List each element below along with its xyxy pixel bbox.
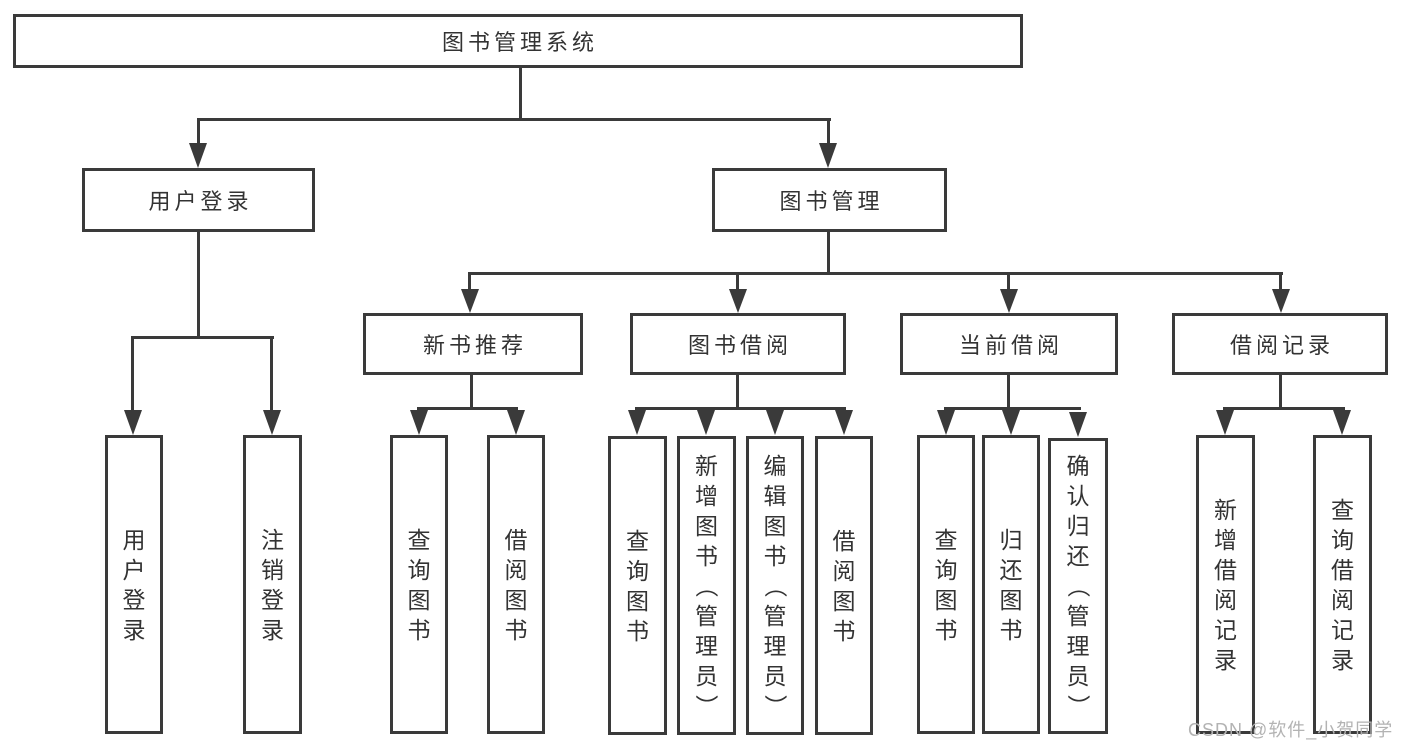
arrow-down-icon bbox=[1069, 412, 1087, 437]
connector-line bbox=[197, 118, 831, 121]
connector-line bbox=[468, 272, 471, 292]
arrow-down-icon bbox=[461, 289, 479, 313]
connector-line bbox=[1279, 375, 1282, 410]
connector-line bbox=[1279, 272, 1282, 292]
arrow-down-icon bbox=[1002, 410, 1020, 435]
leaf-user-login: 用户登录 bbox=[105, 435, 163, 734]
leaf-label: 归还图书 bbox=[999, 526, 1023, 643]
node-label: 当前借阅 bbox=[958, 333, 1063, 358]
connector-line bbox=[736, 272, 739, 292]
connector-line bbox=[470, 375, 473, 410]
node-user-login: 用户登录 bbox=[82, 168, 315, 232]
arrow-down-icon bbox=[1272, 289, 1290, 313]
arrow-down-icon bbox=[835, 410, 853, 435]
arrow-down-icon bbox=[1216, 410, 1234, 435]
leaf-label: 注销登录 bbox=[261, 526, 284, 643]
node-label: 用户登录 bbox=[148, 189, 253, 214]
leaf-label: 新增借阅记录 bbox=[1214, 496, 1237, 673]
leaf-confirm-return-admin: 确认归还（管理员） bbox=[1048, 438, 1108, 734]
leaf-label: 借阅图书 bbox=[832, 527, 856, 644]
arrow-down-icon bbox=[729, 289, 747, 313]
node-library-system: 图书管理系统 bbox=[13, 14, 1023, 68]
connector-line bbox=[1007, 375, 1010, 410]
connector-line bbox=[468, 272, 1283, 275]
leaf-label: 编辑图书（管理员） bbox=[762, 452, 788, 718]
arrow-down-icon bbox=[766, 410, 784, 435]
leaf-query-books: 查询图书 bbox=[917, 435, 975, 734]
connector-line bbox=[519, 66, 522, 119]
leaf-edit-books-admin: 编辑图书（管理员） bbox=[746, 436, 804, 735]
arrow-down-icon bbox=[819, 143, 837, 168]
arrow-down-icon bbox=[697, 410, 715, 435]
arrow-down-icon bbox=[189, 143, 207, 168]
arrow-down-icon bbox=[263, 410, 281, 435]
csdn-watermark: CSDN @软件_小贺同学 bbox=[1188, 720, 1394, 740]
arrow-down-icon bbox=[937, 410, 955, 435]
connector-line bbox=[270, 336, 273, 412]
node-borrowing-records: 借阅记录 bbox=[1172, 313, 1388, 375]
connector-line bbox=[131, 336, 274, 339]
connector-line bbox=[197, 118, 200, 146]
leaf-label: 确认归还（管理员） bbox=[1065, 453, 1091, 718]
connector-line bbox=[827, 118, 830, 146]
node-label: 借阅记录 bbox=[1229, 333, 1334, 358]
node-current-borrowing: 当前借阅 bbox=[900, 313, 1118, 375]
arrow-down-icon bbox=[124, 410, 142, 435]
leaf-query-books: 查询图书 bbox=[390, 435, 448, 734]
node-label: 图书借阅 bbox=[687, 333, 792, 358]
connector-line bbox=[736, 375, 739, 410]
leaf-label: 查询图书 bbox=[407, 526, 431, 643]
connector-line bbox=[1223, 407, 1345, 410]
arrow-down-icon bbox=[628, 410, 646, 435]
leaf-return-books: 归还图书 bbox=[982, 435, 1040, 734]
connector-line bbox=[1007, 272, 1010, 292]
connector-line bbox=[944, 407, 1081, 410]
arrow-down-icon bbox=[1333, 410, 1351, 435]
leaf-label: 查询图书 bbox=[934, 526, 958, 643]
leaf-add-borrow-record: 新增借阅记录 bbox=[1196, 435, 1255, 734]
leaf-borrow-books: 借阅图书 bbox=[815, 436, 873, 735]
connector-line bbox=[417, 407, 518, 410]
leaf-logout-login: 注销登录 bbox=[243, 435, 302, 734]
leaf-add-books-admin: 新增图书（管理员） bbox=[677, 436, 736, 735]
arrow-down-icon bbox=[1000, 289, 1018, 313]
leaf-borrow-books: 借阅图书 bbox=[487, 435, 545, 734]
connector-line bbox=[131, 336, 134, 412]
arrow-down-icon bbox=[507, 410, 525, 435]
node-new-book-recommend: 新书推荐 bbox=[363, 313, 583, 375]
leaf-query-books: 查询图书 bbox=[608, 436, 667, 735]
leaf-label: 用户登录 bbox=[122, 526, 146, 643]
leaf-query-borrow-record: 查询借阅记录 bbox=[1313, 435, 1372, 734]
leaf-label: 借阅图书 bbox=[504, 526, 528, 643]
connector-line bbox=[197, 232, 200, 339]
node-book-borrowing: 图书借阅 bbox=[630, 313, 846, 375]
node-label: 图书管理系统 bbox=[441, 30, 598, 55]
node-label: 图书管理 bbox=[779, 189, 884, 214]
node-label: 新书推荐 bbox=[422, 333, 527, 358]
leaf-label: 新增图书（管理员） bbox=[693, 452, 720, 718]
leaf-label: 查询图书 bbox=[626, 527, 649, 644]
arrow-down-icon bbox=[410, 410, 428, 435]
connector-line bbox=[827, 232, 830, 275]
connector-line bbox=[635, 407, 846, 410]
node-book-management: 图书管理 bbox=[712, 168, 947, 232]
leaf-label: 查询借阅记录 bbox=[1331, 496, 1354, 673]
